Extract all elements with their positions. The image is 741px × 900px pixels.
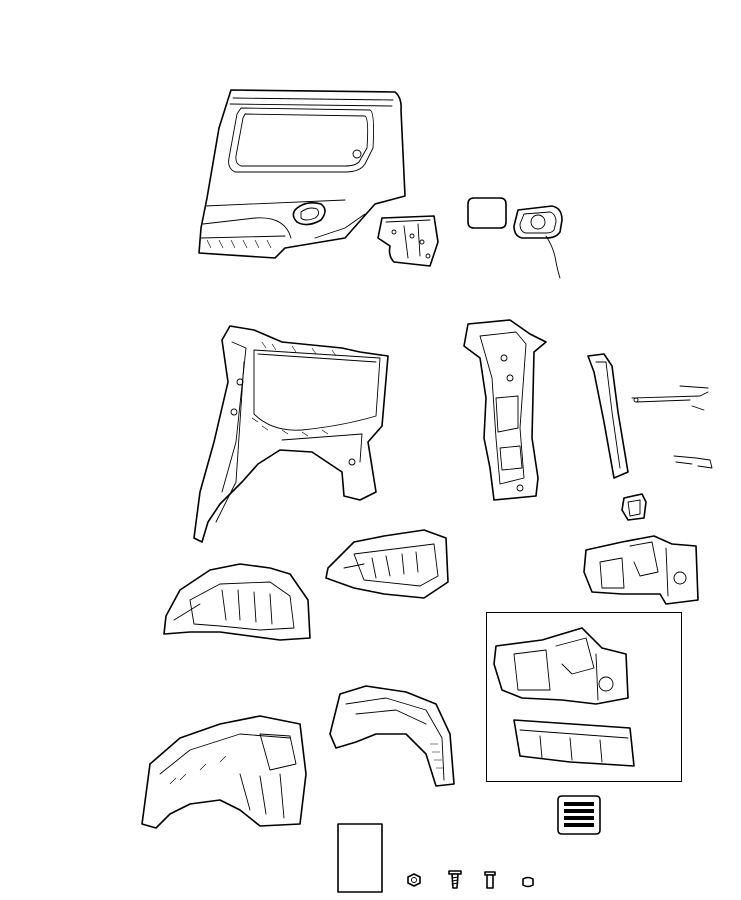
wheelhouse-outer (324, 528, 450, 600)
rivet (483, 870, 497, 890)
wiring-bracket-icon (673, 455, 713, 469)
plug (521, 876, 535, 888)
wiring-bracket-icon (631, 385, 709, 411)
latch-bracket-icon (621, 493, 647, 521)
d-pillar-icon (463, 319, 547, 501)
extension-panel-icon (493, 627, 629, 705)
pad-icon (337, 823, 383, 893)
plug-icon (522, 876, 534, 888)
wheelhouse-complete-icon (141, 715, 307, 829)
wheelhouse-liner-icon (329, 685, 455, 787)
quarter-panel-inner (192, 322, 392, 547)
c-pillar-trim-icon (587, 353, 629, 479)
latch-bracket (618, 492, 652, 524)
nut-icon (407, 873, 421, 887)
quarter-panel-outer (195, 88, 410, 263)
sill-reinforcement-icon (513, 719, 635, 767)
inset-box (486, 612, 682, 782)
screw (447, 868, 463, 890)
sound-pad (336, 822, 384, 894)
fuel-filler-housing (510, 202, 570, 280)
rear-wheelhouse-extension (582, 532, 700, 608)
wheelhouse-liner (326, 684, 456, 790)
inset-extension-panel (492, 624, 632, 708)
screw-icon (448, 870, 462, 889)
wheelhouse-complete (140, 714, 308, 834)
c-pillar-trim (584, 352, 632, 482)
fuel-filler-housing-icon (513, 205, 563, 279)
wheelhouse-outer-icon (325, 529, 449, 599)
extension-bracket (374, 212, 440, 270)
air-exhauster-vent (556, 794, 602, 836)
quarter-panel-inner-icon (193, 325, 389, 543)
quarter-panel-outer-icon (198, 89, 406, 259)
fuel-door (466, 196, 508, 230)
fuel-door-icon (467, 197, 507, 229)
inset-sill-reinforcement (510, 716, 638, 772)
nut (405, 872, 423, 888)
d-pillar-reinforcement (460, 318, 550, 503)
wheelhouse-extension-icon (583, 535, 699, 605)
vent-icon (557, 795, 601, 835)
extension-bracket-icon (377, 215, 439, 267)
wheelhouse-inner (160, 560, 312, 642)
wiring-bracket-upper (630, 382, 712, 414)
wheelhouse-inner-icon (163, 563, 311, 641)
rivet-icon (484, 871, 496, 889)
wiring-bracket-lower (672, 450, 714, 472)
